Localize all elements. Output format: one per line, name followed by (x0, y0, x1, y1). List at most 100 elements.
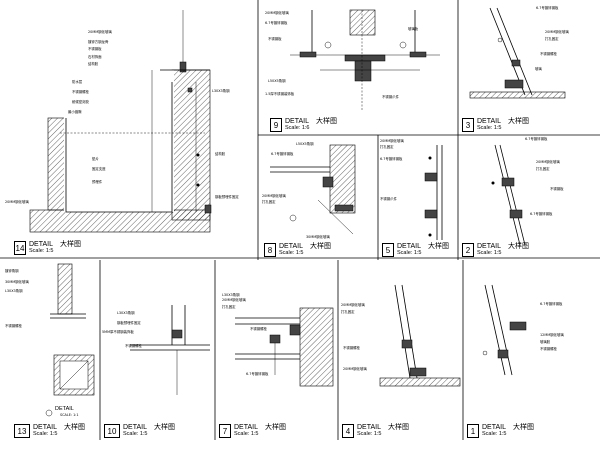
detail-label: DETAIL (482, 424, 506, 431)
detail-10-drawing (130, 305, 210, 395)
detail-cn: 大样图 (428, 243, 449, 250)
detail-cn: 大样图 (316, 118, 337, 125)
detail-cn: 大样图 (310, 243, 331, 250)
svg-text:20MM钢化玻璃: 20MM钢化玻璃 (88, 29, 112, 34)
detail-13-drawing (45, 263, 95, 417)
detail-13-notes: 镀锌角钢 30MM钢化玻璃 L30X3角钢 不锈钢螺栓 (5, 268, 29, 328)
svg-text:20MM钢化玻璃: 20MM钢化玻璃 (380, 138, 404, 143)
svg-text:不锈钢螺栓: 不锈钢螺栓 (540, 51, 558, 56)
detail-1-drawing (482, 284, 527, 376)
svg-text:L30X3角钢: L30X3角钢 (222, 292, 240, 297)
detail-number: 9 (270, 118, 282, 132)
detail-9-notes: 20MM钢化玻璃 6.7号镀锌钢板 不锈钢板 L50X5角钢 1.5厚不锈钢装饰… (265, 10, 419, 99)
detail-label: DETAIL (29, 241, 53, 248)
detail-number: 7 (219, 424, 231, 438)
detail-cn: 大样图 (64, 424, 85, 431)
detail-8-drawing (270, 144, 356, 235)
svg-text:20MM钢化玻璃: 20MM钢化玻璃 (5, 199, 29, 204)
detail-2-notes: 6.7号镀锌钢板 20MM钢化玻璃 打孔固定 不锈钢板 6.7号镀锌钢板 (525, 136, 564, 216)
detail-label: DETAIL (234, 424, 258, 431)
detail-cn: 大样图 (60, 241, 81, 248)
svg-text:钢板预埋件固定: 钢板预埋件固定 (215, 194, 239, 199)
svg-text:6.7号镀锌钢板: 6.7号镀锌钢板 (536, 5, 559, 10)
svg-text:不锈钢螺栓: 不锈钢螺栓 (250, 326, 268, 331)
detail-label: DETAIL (33, 424, 57, 431)
detail-scale: Scale: 1:5 (357, 431, 382, 437)
detail-scale: Scale: 1:5 (279, 250, 304, 256)
svg-text:不锈钢螺栓: 不锈钢螺栓 (5, 323, 23, 328)
svg-text:镀锌方钢龙骨: 镀锌方钢龙骨 (88, 39, 109, 44)
detail-3-notes: 6.7号镀锌钢板 20MM钢化玻璃 打孔固定 不锈钢螺栓 玻璃 (535, 5, 569, 71)
svg-text:结构胶: 结构胶 (215, 151, 226, 156)
detail-14-drawing (29, 10, 212, 233)
title-block-7: 7 DETAIL 大样图 Scale: 1:5 (219, 424, 286, 440)
detail-label: DETAIL (357, 424, 381, 431)
svg-text:预埋件: 预埋件 (92, 179, 103, 184)
detail-scale: Scale: 1:5 (33, 431, 58, 437)
detail-2-drawing (491, 144, 526, 246)
svg-text:耐候密封胶: 耐候密封胶 (72, 99, 90, 104)
detail-7-drawing (235, 307, 334, 387)
detail-number: 10 (104, 424, 120, 438)
svg-text:5MM厚不锈钢装饰板: 5MM厚不锈钢装饰板 (102, 329, 134, 334)
svg-text:打孔固定: 打孔固定 (545, 36, 559, 41)
svg-text:20MM钢化玻璃: 20MM钢化玻璃 (343, 366, 367, 371)
detail-cn: 大样图 (154, 424, 175, 431)
detail-label: DETAIL (279, 243, 303, 250)
detail-number: 2 (462, 243, 474, 257)
svg-text:6.7号镀锌钢板: 6.7号镀锌钢板 (525, 136, 548, 141)
detail-label: DETAIL (123, 424, 147, 431)
detail-number: 1 (467, 424, 479, 438)
detail-cn: 大样图 (508, 243, 529, 250)
svg-text:6.7号镀锌钢板: 6.7号镀锌钢板 (265, 20, 288, 25)
svg-text:固定支座: 固定支座 (92, 166, 106, 171)
detail-number: 14 (14, 241, 26, 255)
svg-text:垫片: 垫片 (92, 156, 99, 161)
detail-label: DETAIL (285, 118, 309, 125)
svg-text:玻璃胶: 玻璃胶 (540, 339, 551, 344)
detail-5-drawing (424, 145, 443, 240)
detail-1-notes: 6.7号镀锌钢板 12MM钢化玻璃 玻璃胶 不锈钢螺栓 (540, 301, 564, 351)
svg-text:L30X3角钢: L30X3角钢 (212, 88, 230, 93)
svg-text:6.7号镀锌钢板: 6.7号镀锌钢板 (540, 301, 563, 306)
svg-text:20MM钢化玻璃: 20MM钢化玻璃 (222, 297, 246, 302)
detail-cn: 大样图 (508, 118, 529, 125)
svg-text:不锈钢板: 不锈钢板 (268, 36, 282, 41)
svg-text:6.7号镀锌钢板: 6.7号镀锌钢板 (246, 371, 269, 376)
detail-scale: Scale: 1:5 (234, 431, 259, 437)
svg-text:30MM钢化玻璃: 30MM钢化玻璃 (306, 234, 330, 239)
svg-text:镀锌角钢: 镀锌角钢 (5, 268, 19, 273)
detail-scale: Scale: 1:5 (123, 431, 148, 437)
svg-text:30MM钢化玻璃: 30MM钢化玻璃 (5, 279, 29, 284)
svg-text:不锈钢螺栓: 不锈钢螺栓 (343, 345, 361, 350)
title-block-8: 8 DETAIL 大样图 Scale: 1:5 (264, 243, 331, 259)
svg-text:L50X5角钢: L50X5角钢 (296, 141, 314, 146)
detail-number: 8 (264, 243, 276, 257)
svg-text:1.5厚不锈钢装饰板: 1.5厚不锈钢装饰板 (265, 91, 295, 96)
svg-text:打孔固定: 打孔固定 (341, 309, 355, 314)
svg-text:L30X3角钢: L30X3角钢 (117, 310, 135, 315)
svg-text:玻璃肋: 玻璃肋 (408, 26, 419, 31)
svg-text:结构胶: 结构胶 (88, 61, 99, 66)
detail-label: DETAIL (477, 118, 501, 125)
detail-cn: 大样图 (513, 424, 534, 431)
svg-text:打孔固定: 打孔固定 (222, 304, 236, 309)
svg-text:20MM钢化玻璃: 20MM钢化玻璃 (341, 302, 365, 307)
detail-8-notes: L50X5角钢 6.7号镀锌钢板 20MM钢化玻璃 打孔固定 30MM钢化玻璃 (262, 141, 330, 239)
title-block-10: 10 DETAIL 大样图 Scale: 1:5 (104, 424, 175, 440)
svg-text:不锈钢爪件: 不锈钢爪件 (382, 94, 400, 99)
svg-text:20MM钢化玻璃: 20MM钢化玻璃 (545, 29, 569, 34)
detail-cn: 大样图 (265, 424, 286, 431)
detail-13-inset-title: DETAIL SCALE: 1:1 (55, 406, 79, 417)
svg-text:6.7号镀锌钢板: 6.7号镀锌钢板 (380, 156, 403, 161)
svg-text:打孔固定: 打孔固定 (536, 166, 550, 171)
svg-text:石材饰面: 石材饰面 (88, 54, 102, 59)
